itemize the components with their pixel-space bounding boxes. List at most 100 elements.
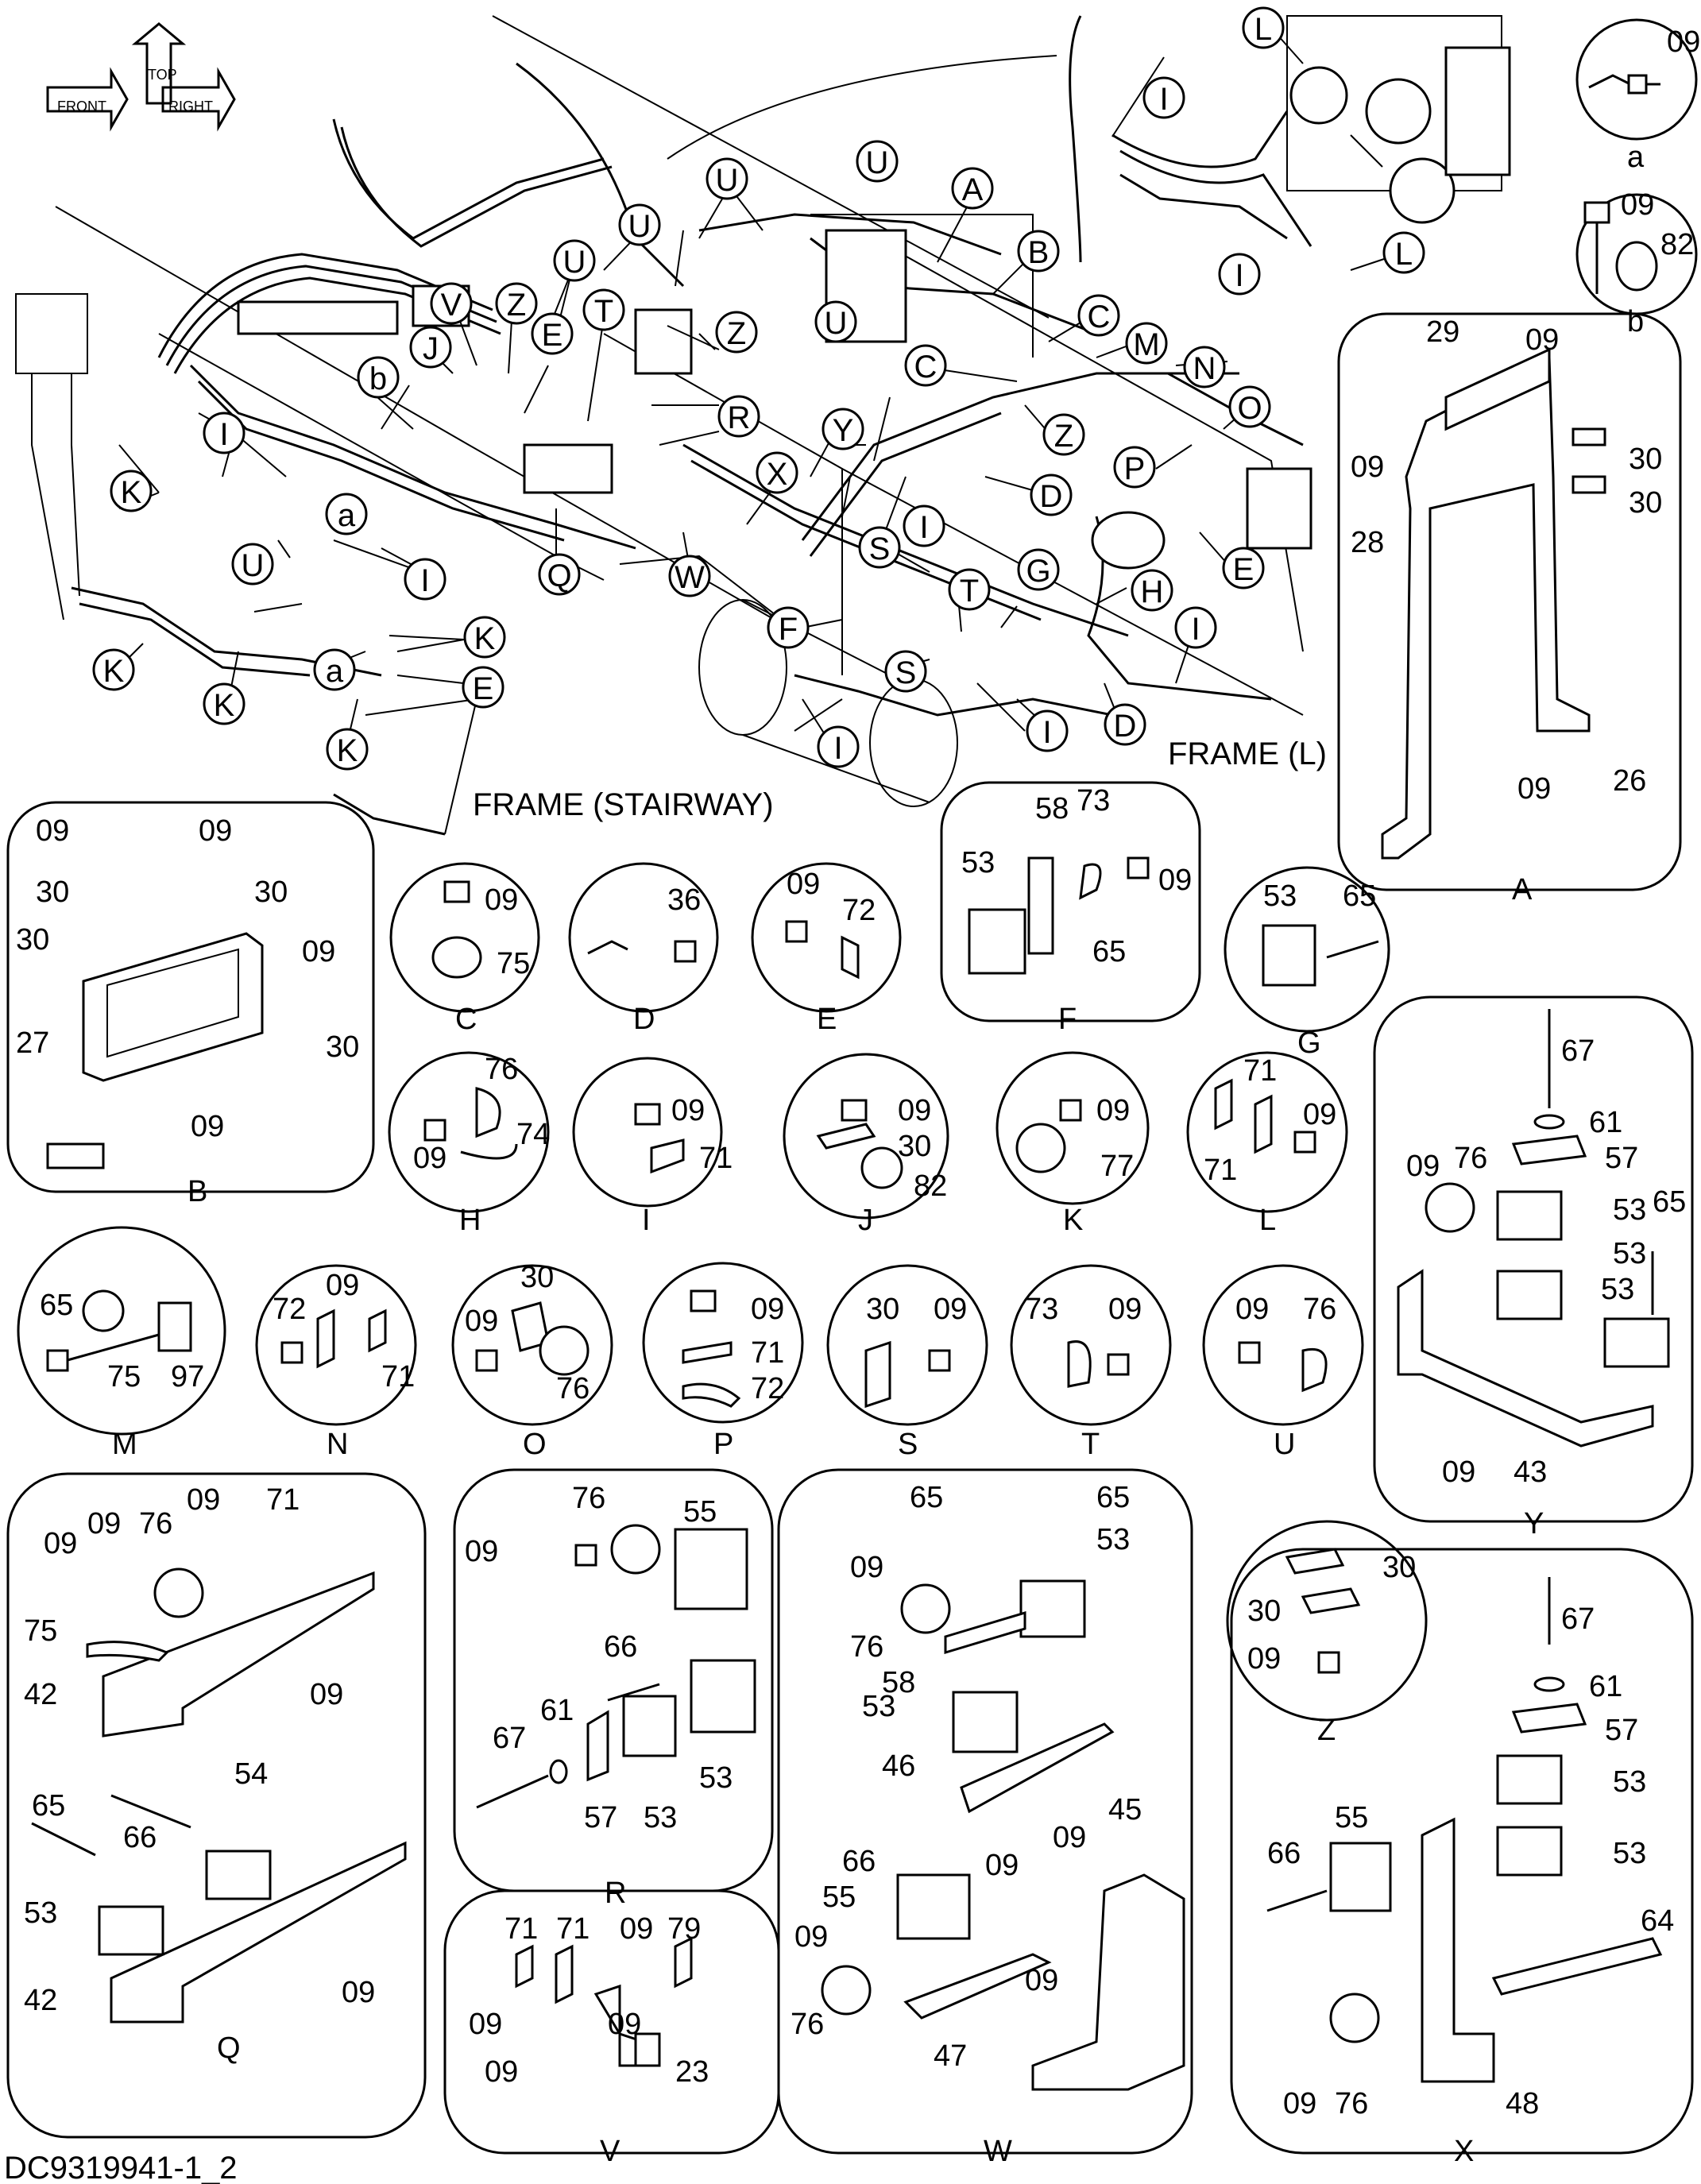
svg-text:28: 28 — [1351, 526, 1384, 559]
svg-text:76: 76 — [1454, 1142, 1487, 1175]
svg-text:54: 54 — [234, 1757, 268, 1791]
callout-A[interactable]: A — [951, 167, 994, 210]
svg-text:J: J — [423, 331, 439, 366]
svg-text:74: 74 — [516, 1118, 550, 1151]
svg-text:48: 48 — [1506, 2087, 1539, 2120]
svg-text:67: 67 — [1561, 1602, 1595, 1636]
callout-O[interactable]: O — [1228, 385, 1271, 428]
callout-U[interactable]: U — [814, 300, 857, 343]
callout-J[interactable]: J — [409, 326, 452, 369]
callout-K[interactable]: K — [92, 648, 135, 691]
callout-I[interactable]: I — [203, 412, 245, 454]
callout-a[interactable]: a — [313, 648, 356, 691]
callout-U[interactable]: U — [231, 543, 274, 586]
detail-K: 09 77 K — [995, 1051, 1150, 1237]
callout-H[interactable]: H — [1131, 569, 1173, 612]
callout-I[interactable]: I — [1142, 76, 1185, 119]
callout-Z[interactable]: Z — [715, 311, 758, 354]
callout-U[interactable]: U — [706, 157, 748, 200]
svg-text:P: P — [1124, 451, 1146, 486]
callout-M[interactable]: M — [1125, 322, 1168, 365]
callout-I[interactable]: I — [817, 725, 860, 768]
callout-S[interactable]: S — [858, 526, 901, 569]
svg-text:G: G — [1026, 554, 1050, 589]
front-label: FRONT — [57, 99, 106, 114]
callout-Z[interactable]: Z — [495, 282, 538, 325]
svg-text:C: C — [455, 1003, 477, 1036]
detail-a: 09 a — [1575, 18, 1700, 174]
detail-L: 71 09 71 L — [1186, 1051, 1348, 1237]
svg-text:09: 09 — [485, 883, 518, 917]
callout-V[interactable]: V — [430, 282, 473, 325]
frame-stairway-label: FRAME (STAIRWAY) — [473, 787, 774, 822]
callout-K[interactable]: K — [203, 682, 245, 725]
callout-D[interactable]: D — [1030, 474, 1073, 516]
svg-text:J: J — [858, 1204, 873, 1237]
callout-I[interactable]: I — [1218, 253, 1261, 296]
detail-C: 09 75 C — [389, 862, 540, 1036]
callout-b[interactable]: b — [357, 356, 400, 399]
svg-text:55: 55 — [1335, 1801, 1368, 1834]
callout-K[interactable]: K — [326, 728, 369, 771]
svg-text:09: 09 — [1406, 1150, 1440, 1183]
callout-E[interactable]: E — [531, 312, 574, 355]
callout-P[interactable]: P — [1113, 446, 1156, 489]
detail-Y: 67 61 57 09 76 53 53 65 53 09 43 Y — [1373, 995, 1694, 1540]
svg-text:71: 71 — [556, 1912, 590, 1946]
callout-Q[interactable]: Q — [538, 553, 581, 596]
svg-text:I: I — [1042, 715, 1051, 750]
callout-a[interactable]: a — [325, 493, 368, 535]
callout-Z[interactable]: Z — [1042, 413, 1085, 456]
callout-U[interactable]: U — [618, 203, 661, 246]
svg-text:73: 73 — [1025, 1293, 1058, 1326]
callout-B[interactable]: B — [1017, 230, 1060, 273]
svg-text:09: 09 — [620, 1912, 653, 1946]
svg-text:30: 30 — [1247, 1595, 1281, 1628]
svg-text:53: 53 — [1096, 1523, 1130, 1556]
callout-U[interactable]: U — [856, 140, 899, 183]
svg-text:77: 77 — [1100, 1150, 1134, 1183]
callout-Y[interactable]: Y — [822, 408, 864, 450]
callout-E[interactable]: E — [1222, 547, 1265, 589]
svg-text:61: 61 — [1589, 1106, 1622, 1139]
svg-text:K: K — [1063, 1204, 1083, 1237]
svg-text:58: 58 — [882, 1666, 915, 1699]
callout-I[interactable]: I — [1174, 606, 1217, 649]
callout-N[interactable]: N — [1183, 346, 1226, 388]
svg-text:W: W — [984, 2135, 1012, 2168]
svg-text:53: 53 — [1263, 879, 1297, 913]
callout-F[interactable]: F — [767, 606, 810, 649]
callout-C[interactable]: C — [904, 344, 947, 387]
svg-text:C: C — [1088, 300, 1111, 334]
callout-D[interactable]: D — [1104, 703, 1146, 746]
svg-text:09: 09 — [199, 814, 232, 848]
svg-text:55: 55 — [822, 1881, 856, 1914]
callout-S[interactable]: S — [884, 650, 927, 693]
callout-T[interactable]: T — [582, 288, 625, 331]
callout-W[interactable]: W — [668, 555, 711, 597]
callout-L[interactable]: L — [1382, 231, 1425, 274]
callout-U[interactable]: U — [553, 239, 596, 282]
callout-L[interactable]: L — [1242, 6, 1285, 49]
callout-G[interactable]: G — [1017, 548, 1060, 591]
callout-C[interactable]: C — [1077, 294, 1120, 337]
svg-text:U: U — [825, 306, 848, 341]
callout-T[interactable]: T — [948, 568, 991, 611]
svg-text:65: 65 — [1653, 1185, 1686, 1219]
callout-E[interactable]: E — [462, 666, 505, 709]
callout-I[interactable]: I — [903, 504, 945, 547]
callout-I[interactable]: I — [1026, 709, 1069, 752]
svg-text:O: O — [1237, 391, 1262, 426]
callout-I[interactable]: I — [404, 558, 447, 601]
svg-text:30: 30 — [254, 876, 288, 909]
svg-text:09: 09 — [1621, 188, 1654, 222]
callout-R[interactable]: R — [717, 395, 760, 438]
frame-l-label: FRAME (L) — [1168, 736, 1327, 771]
callout-K[interactable]: K — [463, 616, 506, 659]
svg-text:B: B — [1028, 235, 1050, 270]
callout-K[interactable]: K — [110, 470, 153, 512]
svg-text:61: 61 — [1589, 1670, 1622, 1703]
svg-text:09: 09 — [310, 1678, 343, 1711]
callout-X[interactable]: X — [756, 451, 798, 494]
svg-text:09: 09 — [1108, 1293, 1142, 1326]
